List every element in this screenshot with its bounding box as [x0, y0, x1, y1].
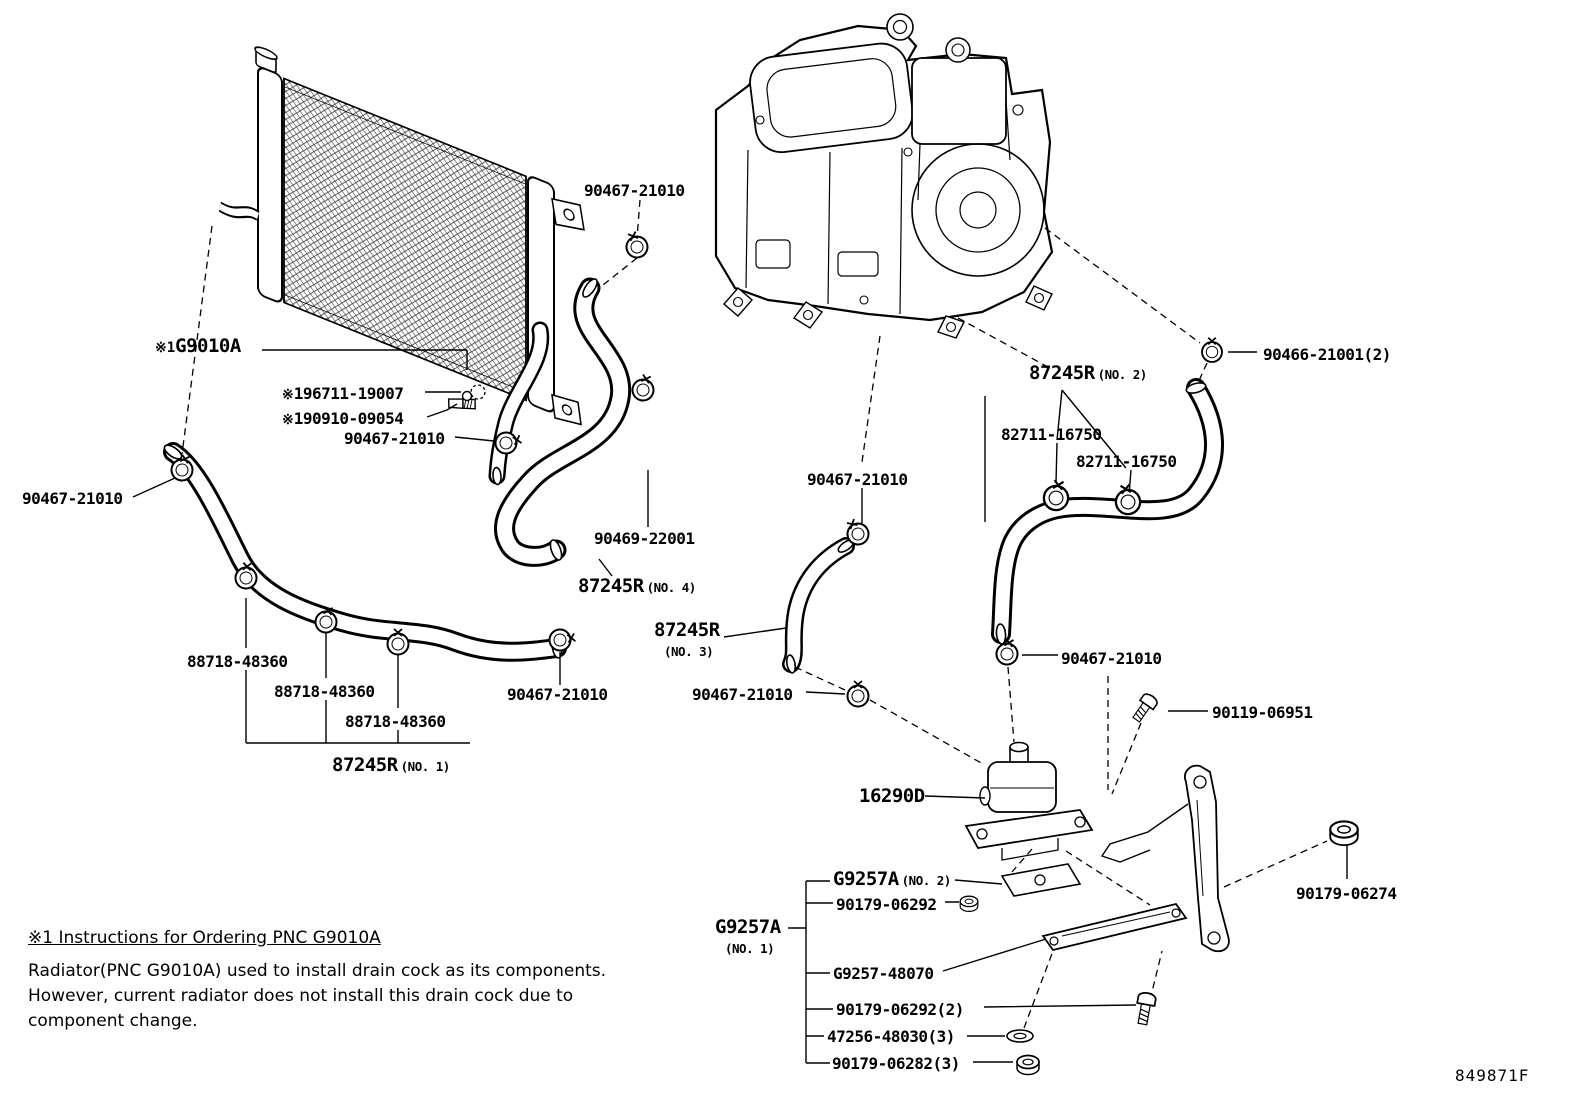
part-label-90467-21010: 90467-21010 [807, 470, 908, 489]
note-line: However, current radiator does not insta… [28, 986, 574, 1006]
reference-mark: ※ [282, 387, 294, 403]
part-label-90467-21010: 90467-21010 [1061, 649, 1162, 668]
ordering-note: ※1 Instructions for Ordering PNC G9010A … [28, 926, 628, 1034]
part-number: 196711-19007 [293, 384, 404, 403]
part-number-suffix: (NO. 1) [725, 941, 775, 956]
part-number: G9010A [175, 335, 241, 357]
part-number: 82711-16750 [1076, 452, 1177, 471]
part-number: 90179-06282(3) [832, 1054, 960, 1073]
part-number: 90119-06951 [1212, 703, 1313, 722]
part-label-90467-21010: 90467-21010 [692, 685, 793, 704]
part-number: G9257A [715, 916, 781, 938]
part-number: 190910-09054 [293, 409, 404, 428]
part-label-87245R: 87245R(NO. 2) [1029, 364, 1147, 384]
diagram-code: 849871F [1455, 1066, 1530, 1085]
part-label-90467-21010: 90467-21010 [507, 685, 608, 704]
part-label-47256-48030(3): 47256-48030(3) [827, 1027, 955, 1046]
part-number: 90467-21010 [692, 685, 793, 704]
dashed-leader-lines [181, 199, 1328, 1029]
part-number: 90467-21010 [344, 429, 445, 448]
part-label-G9257A: G9257A (NO. 1) [715, 918, 781, 958]
water-pump [964, 741, 1094, 861]
part-number-suffix: (NO. 4) [646, 580, 697, 595]
part-label-88718-48360: 88718-48360 [345, 712, 446, 731]
part-label-82711-16750: 82711-16750 [1001, 425, 1102, 444]
part-number: 90467-21010 [584, 181, 685, 200]
hose-end-caps [163, 278, 1207, 674]
hose-no3 [782, 537, 855, 673]
reference-mark: ※1 [155, 340, 176, 356]
part-label-87245R: 87245R(NO. 4) [578, 577, 696, 597]
part-number: 90466-21001(2) [1263, 345, 1391, 364]
part-label-G9010A: ※1G9010A [155, 337, 241, 358]
part-label-90179-06282(3): 90179-06282(3) [832, 1054, 960, 1073]
part-number: 88718-48360 [345, 712, 446, 731]
part-number: 87245R [578, 575, 644, 597]
reference-mark: ※ [282, 412, 294, 428]
part-label-90179-06292(2): 90179-06292(2) [836, 1000, 964, 1019]
pump-bracket [1000, 764, 1230, 953]
part-number: 16290D [859, 785, 925, 807]
drain-cock [447, 384, 486, 410]
part-number: 87245R [332, 754, 398, 776]
note-title: ※1 Instructions for Ordering PNC G9010A [28, 928, 381, 948]
part-label-90466-21001(2): 90466-21001(2) [1263, 345, 1391, 364]
part-label-87245R: 87245R(NO. 1) [332, 756, 450, 776]
part-number: 90179-06292 [836, 895, 937, 914]
note-line: component change. [28, 1011, 198, 1031]
part-label-90467-21010: 90467-21010 [344, 429, 445, 448]
part-label-87245R: 87245R (NO. 3) [654, 621, 720, 661]
part-label-196711-19007: ※196711-19007 [282, 384, 404, 405]
hose-no2 [991, 378, 1224, 644]
part-number: 90179-06292(2) [836, 1000, 964, 1019]
part-label-G9257-48070: G9257-48070 [833, 964, 934, 983]
part-number-suffix: (NO. 2) [1097, 367, 1148, 382]
hose-no4 [494, 277, 632, 567]
part-number: 88718-48360 [274, 682, 375, 701]
part-number: 90467-21010 [1061, 649, 1162, 668]
part-label-88718-48360: 88718-48360 [187, 652, 288, 671]
part-label-16290D: 16290D [859, 787, 925, 806]
part-label-90119-06951: 90119-06951 [1212, 703, 1313, 722]
part-label-90467-21010: 90467-21010 [22, 489, 123, 508]
part-number-suffix: (NO. 3) [664, 644, 714, 659]
part-label-90467-21010: 90467-21010 [584, 181, 685, 200]
leader-lines [132, 349, 1348, 1064]
part-number: G9257A [833, 868, 899, 890]
part-number: 87245R [654, 619, 720, 641]
part-number: 87245R [1029, 362, 1095, 384]
part-label-88718-48360: 88718-48360 [274, 682, 375, 701]
part-number: 88718-48360 [187, 652, 288, 671]
part-number: 90179-06274 [1296, 884, 1397, 903]
part-number: 90467-21010 [807, 470, 908, 489]
part-label-G9257A: G9257A(NO. 2) [833, 870, 951, 890]
hose-radiator-outlet [488, 321, 550, 485]
note-line: Radiator(PNC G9010A) used to install dra… [28, 961, 607, 981]
part-number: 47256-48030(3) [827, 1027, 955, 1046]
part-number-suffix: (NO. 1) [400, 759, 451, 774]
part-label-90179-06292: 90179-06292 [836, 895, 937, 914]
hose-no1 [163, 442, 567, 662]
part-number: 90469-22001 [594, 529, 695, 548]
part-label-90179-06274: 90179-06274 [1296, 884, 1397, 903]
inverter-assembly [714, 13, 1054, 339]
part-number: G9257-48070 [833, 964, 934, 983]
part-label-82711-16750: 82711-16750 [1076, 452, 1177, 471]
part-label-90469-22001: 90469-22001 [594, 529, 695, 548]
part-number: 90467-21010 [507, 685, 608, 704]
part-number: 82711-16750 [1001, 425, 1102, 444]
part-label-190910-09054: ※190910-09054 [282, 409, 404, 430]
part-number-suffix: (NO. 2) [901, 873, 952, 888]
part-number: 90467-21010 [22, 489, 123, 508]
